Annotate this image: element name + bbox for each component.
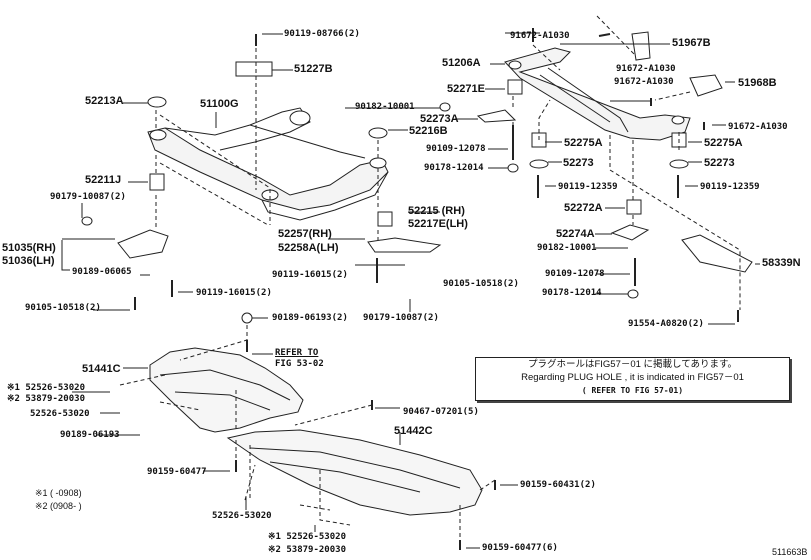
- refer-to-link[interactable]: REFER TO: [275, 348, 319, 358]
- part-label-90467-07201: 90467-07201(5): [403, 407, 479, 417]
- part-label-51441c: 51441C: [82, 363, 121, 375]
- part-label-52526-53020: ※1 52526-53020: [7, 383, 85, 393]
- part-label-52526-53020: 52526-53020: [212, 511, 272, 521]
- part-label-52213a: 52213A: [85, 95, 124, 107]
- part-label-51035: 51035(RH): [2, 242, 56, 254]
- part-label-52211j: 52211J: [85, 174, 122, 186]
- refer-fig-link[interactable]: FIG 53-02: [275, 359, 324, 369]
- part-label-90159-60477: 90159-60477(6): [482, 543, 558, 553]
- part-label-90105-10518: 90105-10518(2): [443, 279, 519, 289]
- part-label-52273: 52273: [704, 157, 735, 169]
- part-label-91672-a1030: 91672-A1030: [614, 77, 674, 87]
- part-label-52273: 52273: [563, 157, 594, 169]
- part-label-52257: 52257(RH): [278, 228, 332, 240]
- part-label-51227b: 51227B: [294, 63, 333, 75]
- part-label-52274a: 52274A: [556, 228, 595, 240]
- bolts: [134, 28, 739, 550]
- part-label-90182-10001: 90182-10001: [537, 243, 597, 253]
- part-label-53879-20030: ※2 53879-20030: [268, 545, 346, 555]
- part-label-91672-a1030: 91672-A1030: [728, 122, 788, 132]
- part-label-52272a: 52272A: [564, 202, 603, 214]
- small-parts: [81, 31, 753, 324]
- part-label-90189-06065: 90189-06065: [72, 267, 132, 277]
- part-label-90105-10518: 90105-10518(2): [25, 303, 101, 313]
- part-label-90189-06193: 90189-06193(2): [272, 313, 348, 323]
- part-label-58339n: 58339N: [762, 257, 801, 269]
- part-label-51967b: 51967B: [672, 37, 711, 49]
- part-label-51442c: 51442C: [394, 425, 433, 437]
- part-label-52215: 52215 (RH): [408, 205, 465, 217]
- diagram-id: 511663B: [772, 547, 808, 557]
- note-refer-link[interactable]: ( REFER TO FIG 57-01): [581, 386, 684, 395]
- part-label-90119-12359: 90119-12359: [558, 182, 618, 192]
- part-label-91554-a0820: 91554-A0820(2): [628, 319, 704, 329]
- part-label-52275a: 52275A: [704, 137, 743, 149]
- rear-subframe-51206a: [504, 47, 691, 141]
- part-label-90109-12078: 90109-12078: [426, 144, 486, 154]
- part-label-52216b: 52216B: [409, 125, 448, 137]
- part-label-52258a: 52258A(LH): [278, 242, 339, 254]
- engine-under-cover-51442c: [226, 429, 483, 516]
- guide-lines: [119, 15, 741, 540]
- part-label-90119-12359: 90119-12359: [700, 182, 760, 192]
- part-label-51036: 51036(LH): [2, 255, 55, 267]
- part-label-90178-12014: 90178-12014: [424, 163, 484, 173]
- front-subframe-51100g: [147, 107, 389, 221]
- part-label-52273a: 52273A: [420, 113, 459, 125]
- part-label-51100g: 51100G: [200, 98, 239, 110]
- leader-lines: [61, 32, 760, 549]
- plug-hole-note-box: プラグホールはFIG57－01 に掲載してあります。 Regarding PLU…: [475, 357, 790, 401]
- part-label-90179-10087: 90179-10087(2): [50, 192, 126, 202]
- part-label-90178-12014: 90178-12014: [542, 288, 602, 298]
- part-label-91672-a1030: 91672-A1030: [510, 31, 570, 41]
- part-label-52526-53020: ※1 52526-53020: [268, 532, 346, 542]
- footnote-2: ※2 (0908- ): [35, 501, 82, 511]
- part-label-90119-16015: 90119-16015(2): [196, 288, 272, 298]
- footnote-1: ※1 ( -0908): [35, 488, 82, 498]
- part-label-51206a: 51206A: [442, 57, 481, 69]
- part-label-90159-60477: 90159-60477: [147, 467, 207, 477]
- part-label-52275a: 52275A: [564, 137, 603, 149]
- part-label-90109-12078: 90109-12078: [545, 269, 605, 279]
- part-label-91672-a1030: 91672-A1030: [616, 64, 676, 74]
- engine-under-cover-51441c: [149, 347, 304, 433]
- part-label-53879-20030: ※2 53879-20030: [7, 394, 85, 404]
- part-label-90179-10087: 90179-10087(2): [363, 313, 439, 323]
- note-english: Regarding PLUG HOLE , it is indicated in…: [521, 372, 744, 383]
- part-label-90119-16015: 90119-16015(2): [272, 270, 348, 280]
- part-label-52217e: 52217E(LH): [408, 218, 468, 230]
- part-label-90119-08766: 90119-08766(2): [284, 29, 360, 39]
- part-label-90189-06193: 90189-06193: [60, 430, 120, 440]
- note-japanese: プラグホールはFIG57－01 に掲載してあります。: [527, 359, 738, 370]
- part-label-90159-60431: 90159-60431(2): [520, 480, 596, 490]
- part-label-52271e: 52271E: [447, 83, 485, 95]
- part-label-90182-10001: 90182-10001: [355, 102, 415, 112]
- part-label-51968b: 51968B: [738, 77, 777, 89]
- part-label-52526-53020: 52526-53020: [30, 409, 90, 419]
